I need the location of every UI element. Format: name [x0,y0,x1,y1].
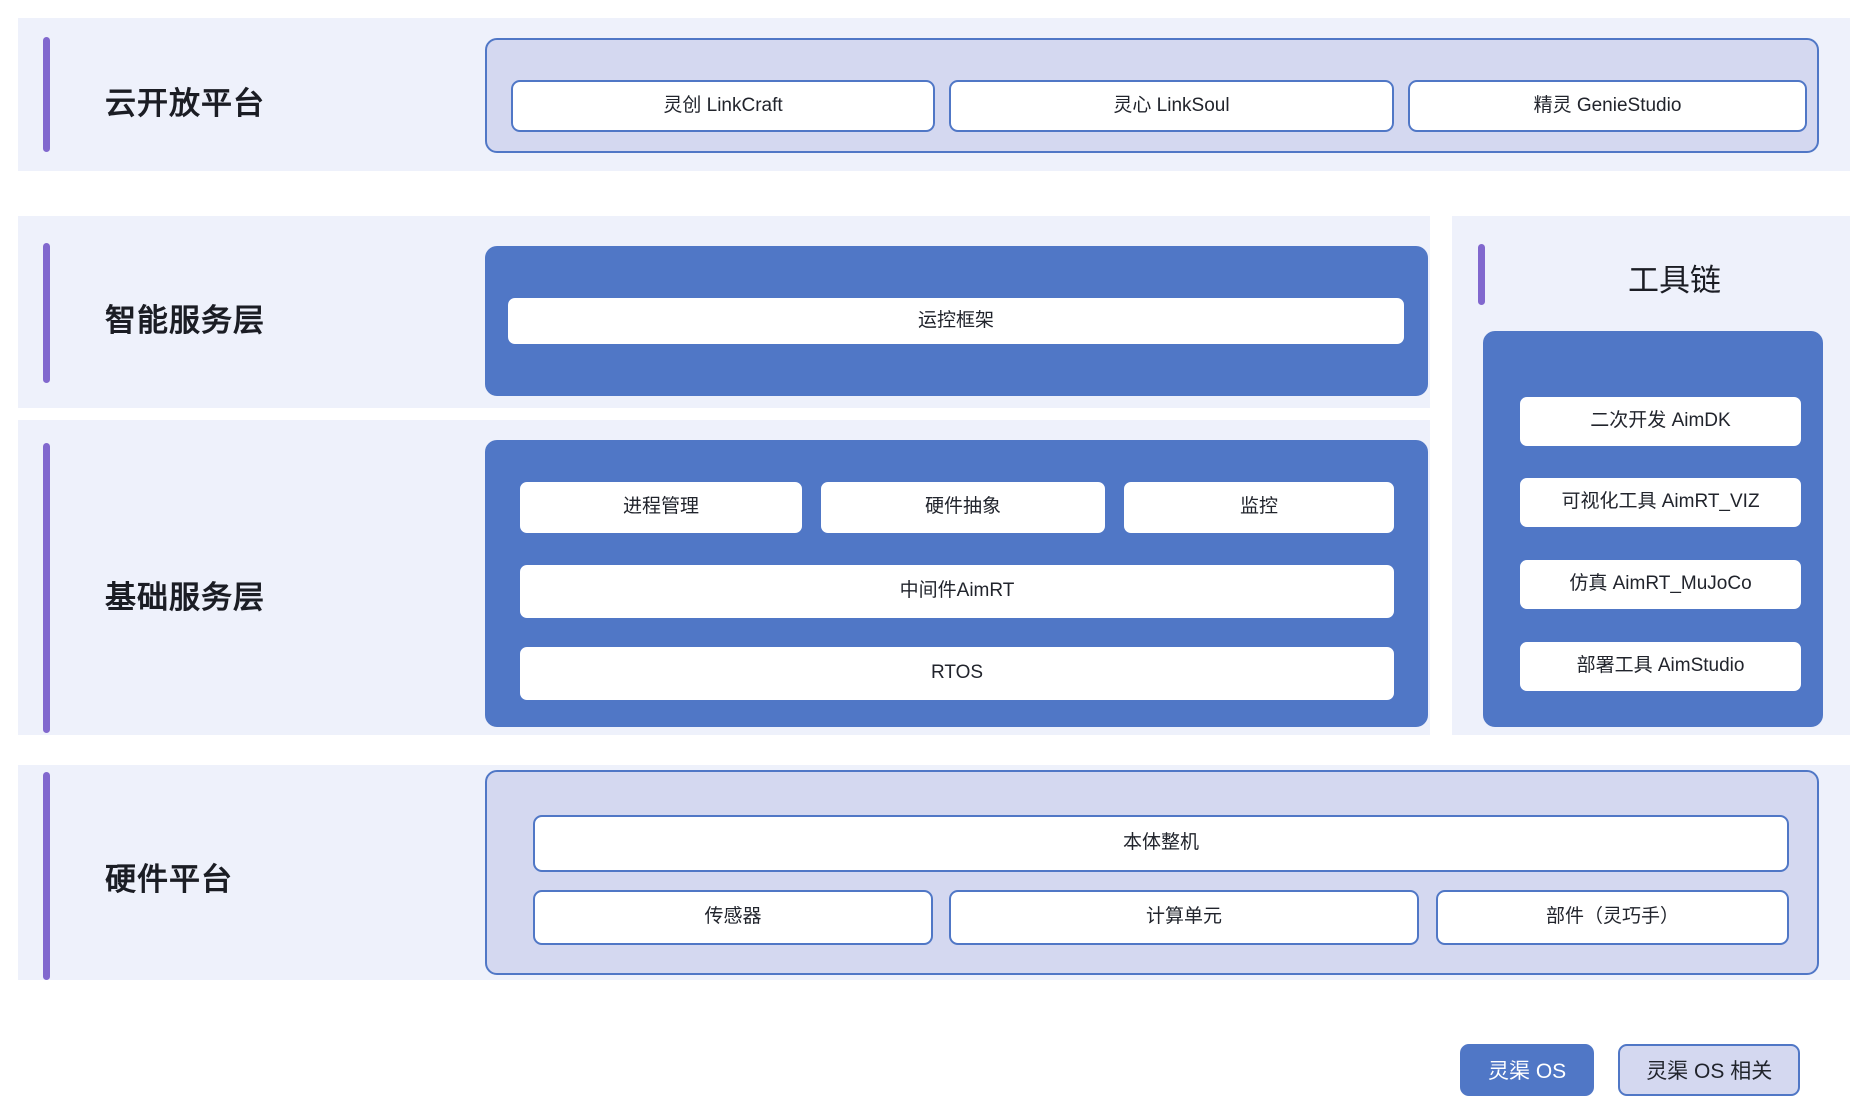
box-aimstudio[interactable]: 部署工具 AimStudio [1518,640,1803,693]
box-compute-unit[interactable]: 计算单元 [949,890,1419,945]
box-hardware-abstraction[interactable]: 硬件抽象 [819,480,1107,535]
accent-bar-cloud-open-platform [43,37,50,152]
box-process-management[interactable]: 进程管理 [518,480,804,535]
box-aimrt-mujoco[interactable]: 仿真 AimRT_MuJoCo [1518,558,1803,611]
box-main-body-machine[interactable]: 本体整机 [533,815,1789,872]
row-title-cloud-open-platform: 云开放平台 [105,86,265,121]
box-monitoring[interactable]: 监控 [1122,480,1396,535]
row-title-hardware-platform: 硬件平台 [105,862,233,897]
box-aimdk[interactable]: 二次开发 AimDK [1518,395,1803,448]
accent-bar-basic-service-layer [43,443,50,733]
box-aimrt-viz[interactable]: 可视化工具 AimRT_VIZ [1518,476,1803,529]
box-rtos[interactable]: RTOS [518,645,1396,702]
box-linksoul[interactable]: 灵心 LinkSoul [949,80,1394,132]
accent-bar-toolchain [1478,244,1485,305]
accent-bar-intelligent-service-layer [43,243,50,383]
row-title-intelligent-service-layer: 智能服务层 [105,303,265,338]
legend-chip-lingqu-os-related: 灵渠 OS 相关 [1618,1044,1801,1096]
legend: 灵渠 OS 灵渠 OS 相关 [1460,1044,1801,1096]
legend-chip-lingqu-os: 灵渠 OS [1460,1044,1595,1096]
box-sensor[interactable]: 传感器 [533,890,933,945]
box-motion-control-framework[interactable]: 运控框架 [506,296,1406,346]
toolchain-title: 工具链 [1628,263,1721,298]
accent-bar-hardware-platform [43,772,50,980]
row-title-basic-service-layer: 基础服务层 [105,580,265,615]
box-geniestudio[interactable]: 精灵 GenieStudio [1408,80,1807,132]
box-linkcraft[interactable]: 灵创 LinkCraft [511,80,935,132]
box-middleware-aimrt[interactable]: 中间件AimRT [518,563,1396,620]
box-component-dexterous-hand[interactable]: 部件（灵巧手） [1436,890,1789,945]
